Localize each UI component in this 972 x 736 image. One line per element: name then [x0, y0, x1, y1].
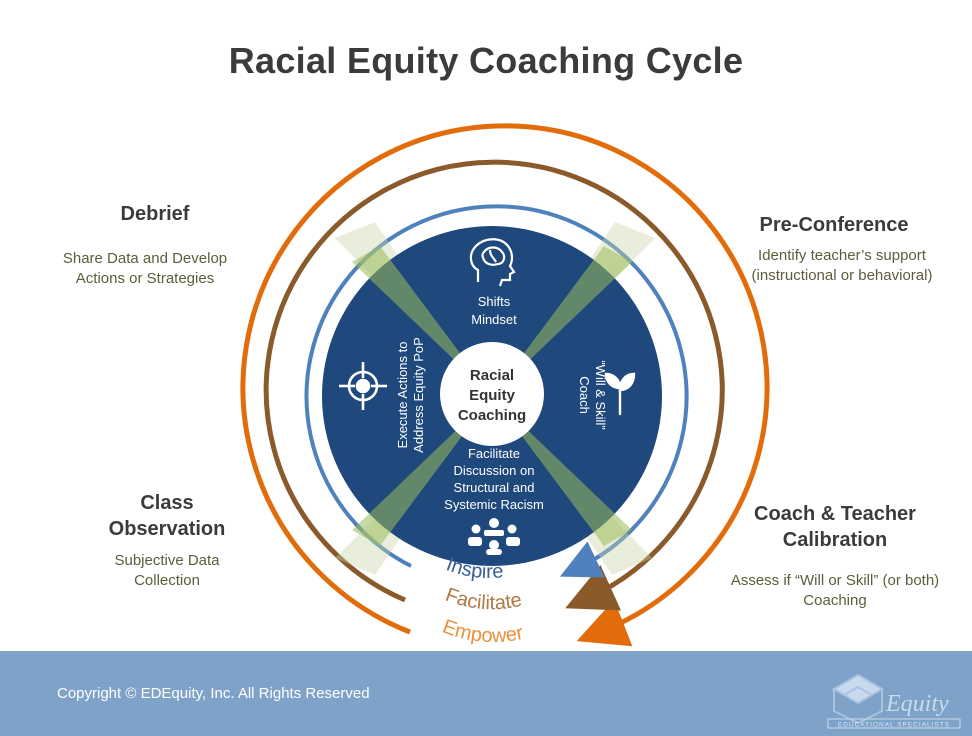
preconference-title: Pre-Conference	[759, 214, 909, 236]
preconference-desc-1: Identify teacher’s support	[758, 247, 926, 264]
segment-top-line1: Shifts	[478, 294, 511, 309]
edequity-logo: Equity EDUCATIONAL SPECIALISTS	[824, 661, 964, 731]
coaching-cycle-diagram: Racial Equity Coaching Shifts Mindset Co…	[240, 123, 770, 648]
sprout-icon	[604, 372, 636, 416]
inspire-arc	[304, 204, 689, 578]
calibration-desc-2: Coaching	[803, 592, 867, 609]
logo-subtext: EDUCATIONAL SPECIALISTS	[838, 722, 950, 729]
empower-label: Empower	[440, 616, 526, 648]
debrief-desc-2: Actions or Strategies	[75, 270, 215, 287]
page-title: Racial Equity Coaching Cycle	[228, 40, 744, 81]
calibration-desc-1: Assess if “Will or Skill” (or both)	[730, 572, 940, 589]
center-line1: Racial	[470, 367, 514, 384]
center-line3: Coaching	[458, 407, 526, 424]
meeting-icon	[468, 518, 520, 555]
observation-title-2: Observation	[108, 518, 226, 540]
segment-bottom-line4: Systemic Racism	[444, 497, 544, 512]
segment-bottom-line1: Facilitate	[468, 446, 520, 461]
debrief-title: Debrief	[120, 203, 190, 225]
segment-top-line2: Mindset	[471, 312, 517, 327]
segment-bottom-line3: Structural and	[454, 480, 535, 495]
footer-bar: Copyright © EDEquity, Inc. All Rights Re…	[0, 651, 972, 736]
calibration-title-1: Coach & Teacher	[754, 503, 916, 525]
facilitate-label: Facilitate	[443, 584, 524, 614]
segment-right-line1: Coach	[577, 376, 592, 414]
facilitate-arc	[263, 159, 725, 611]
preconference-desc-2: (instructional or behavioral)	[751, 267, 933, 284]
observation-desc-2: Collection	[134, 572, 200, 589]
empower-arc	[240, 123, 770, 647]
observation-title-1: Class	[140, 492, 194, 514]
segment-left-line1: Execute Actions to	[395, 342, 410, 449]
calibration-title-2: Calibration	[782, 529, 888, 551]
segment-bottom-line2: Discussion on	[454, 463, 535, 478]
logo-wordmark: Equity	[885, 691, 949, 717]
segment-right-line2: “Will & Skill”	[593, 360, 608, 429]
copyright-text: Copyright © EDEquity, Inc. All Rights Re…	[57, 685, 370, 702]
center-circle	[440, 342, 544, 446]
head-brain-icon	[469, 238, 516, 287]
center-line2: Equity	[469, 387, 515, 404]
segment-left-line2: Address Equity PoP	[411, 337, 426, 453]
target-icon	[339, 362, 387, 410]
debrief-desc-1: Share Data and Develop	[62, 250, 228, 267]
observation-desc-1: Subjective Data	[114, 552, 220, 569]
